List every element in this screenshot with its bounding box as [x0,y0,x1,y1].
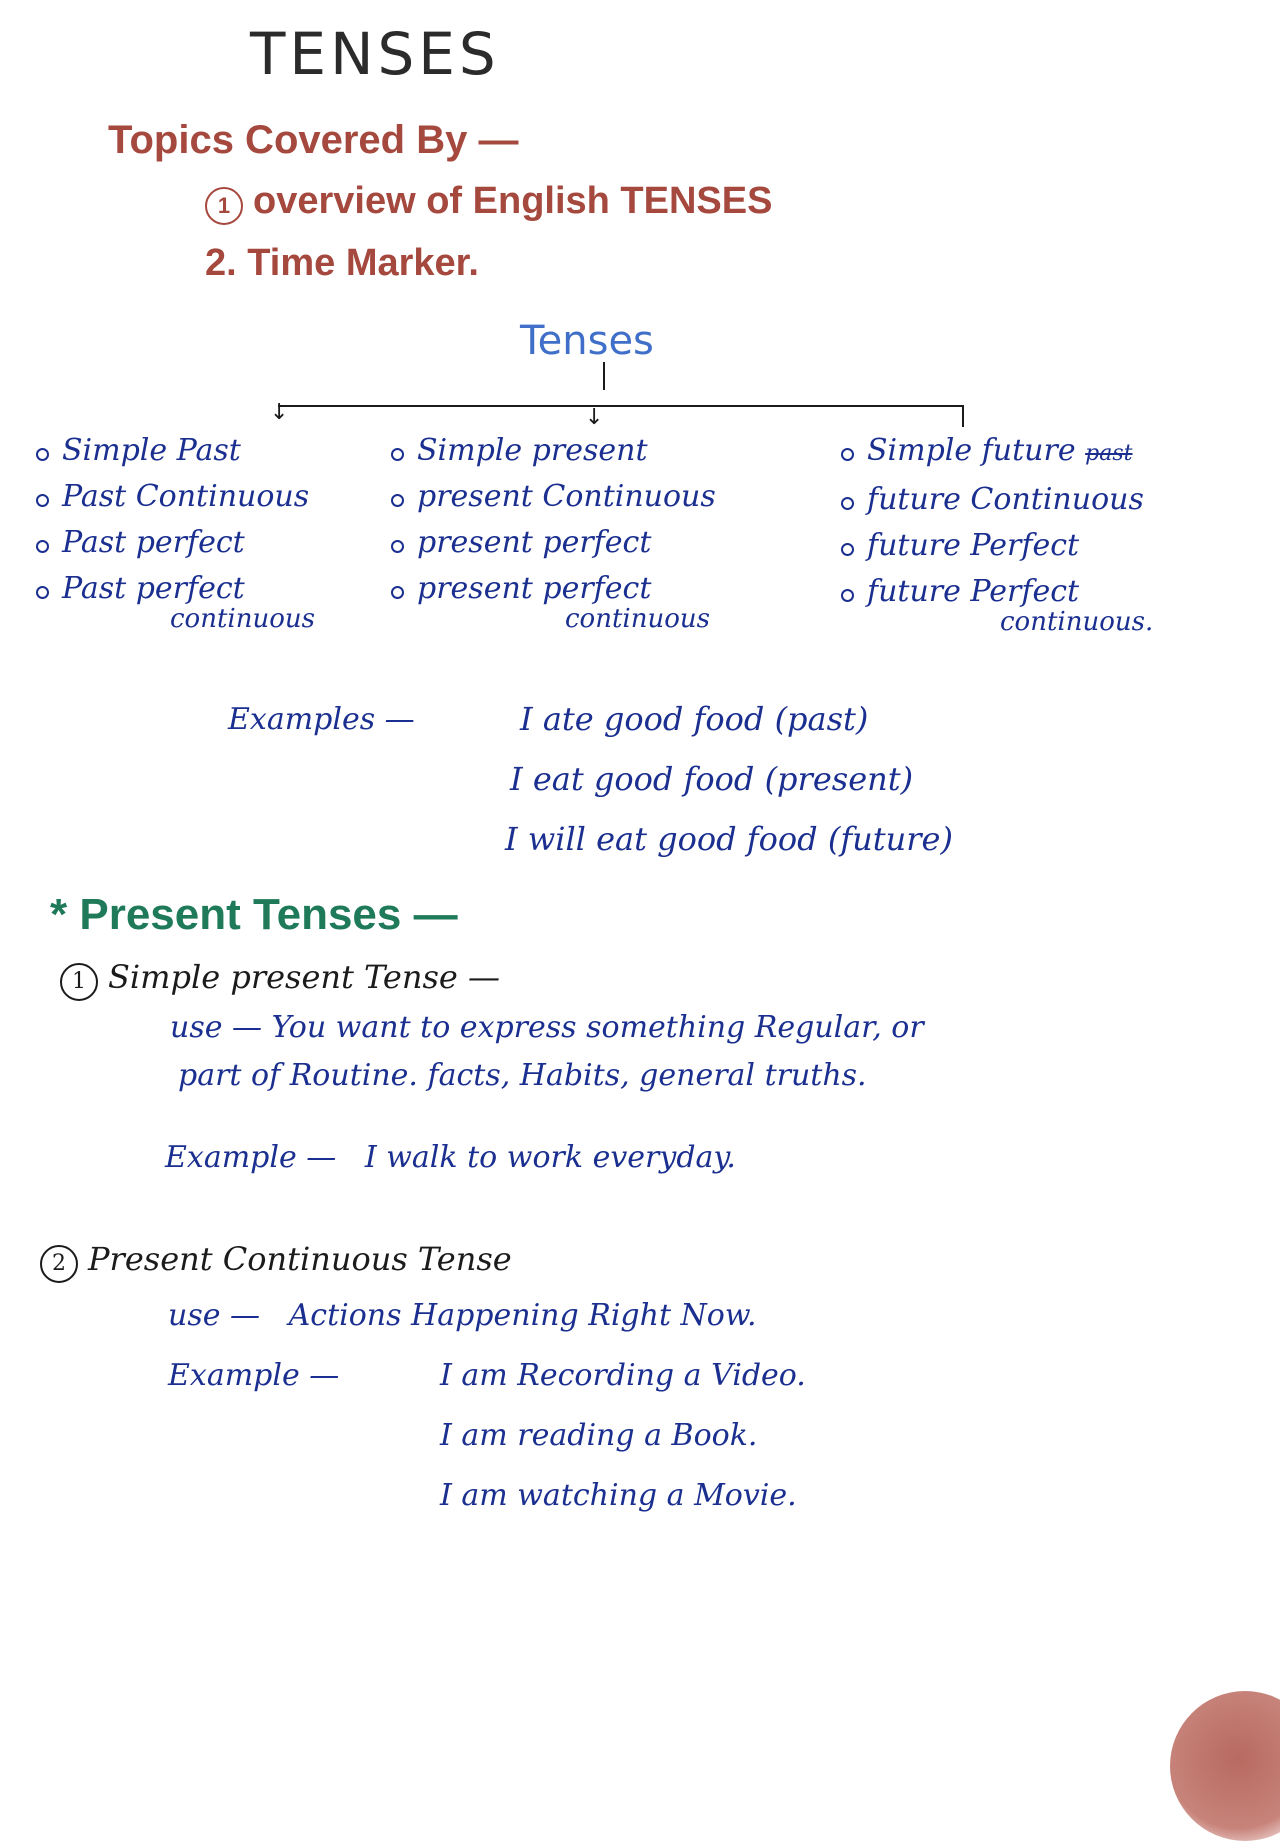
example-line: I eat good food (present) [510,760,914,798]
list-item: future Perfect [835,569,1153,615]
use-text: Actions Happening Right Now. [288,1298,757,1333]
list-item: present perfect [385,520,716,566]
tree-column-past: Simple Past Past Continuous Past perfect… [30,428,315,634]
list-item-continuation: continuous [170,604,315,634]
tree-branch-line [278,405,964,407]
use-label: use — [170,1010,263,1045]
topic-item-number: 2. [205,242,237,284]
topic-item-1: 1 overview of English TENSES [205,180,772,225]
list-item: Past perfect [30,520,315,566]
list-item: Simple Past [30,428,315,474]
list-item: Simple present [385,428,716,474]
topic-item-2: 2. Time Marker. [205,242,479,285]
list-item-continuation: continuous. [1000,607,1154,637]
use-line: use — Actions Happening Right Now. [168,1298,757,1333]
example-text: I walk to work everyday. [364,1140,736,1175]
example-line: I am Recording a Video. [440,1358,806,1393]
subheading-text: Present Continuous Tense [88,1240,512,1278]
page-title: TENSES [250,20,500,88]
list-item: present Continuous [385,474,716,520]
topic-item-text: overview of English TENSES [253,180,773,222]
use-line-continued: part of Routine. facts, Habits, general … [178,1058,867,1093]
example-line: I am reading a Book. [440,1418,758,1453]
examples-label: Examples — [228,702,415,737]
section-heading: * Present Tenses — [50,890,458,939]
example-line: I am watching a Movie. [440,1478,797,1513]
use-line: use — You want to express something Regu… [170,1010,924,1045]
tree-right-drop [962,405,964,427]
example-label: Example — [165,1140,337,1175]
topics-heading: Topics Covered By — [108,118,519,162]
list-item: future Continuous [835,477,1153,523]
list-item-text: Simple future [867,433,1076,468]
subheading-simple-present: 1 Simple present Tense — [60,958,500,1001]
arrow-down-icon: ↓ [585,405,604,430]
list-item: Past perfect [30,566,315,612]
example-line: I ate good food (past) [520,700,869,738]
use-label: use — [168,1298,261,1333]
list-item: Simple future past [835,428,1153,477]
arrow-down-icon: ↓ [270,400,289,425]
number-circle-icon: 1 [205,187,243,225]
subheading-present-continuous: 2 Present Continuous Tense [40,1240,512,1283]
example-line: Example — I walk to work everyday. [165,1140,736,1175]
subheading-text: Simple present Tense — [108,958,500,996]
list-item: Past Continuous [30,474,315,520]
list-item-continuation: continuous [565,604,710,634]
number-circle-icon: 1 [60,963,98,1001]
finger-blob [1170,1691,1280,1841]
list-item: present perfect [385,566,716,612]
list-item: future Perfect [835,523,1153,569]
example-label: Example — [168,1358,340,1393]
number-circle-icon: 2 [40,1245,78,1283]
example-line: I will eat good food (future) [505,820,953,858]
struck-word: past [1085,441,1133,466]
tree-stem [603,362,605,390]
topic-item-text: Time Marker. [247,242,479,284]
tree-column-present: Simple present present Continuous presen… [385,428,716,634]
tree-column-future: Simple future past future Continuous fut… [835,428,1153,637]
tree-root-label: Tenses [520,318,654,364]
use-text: You want to express something Regular, o… [271,1010,924,1045]
